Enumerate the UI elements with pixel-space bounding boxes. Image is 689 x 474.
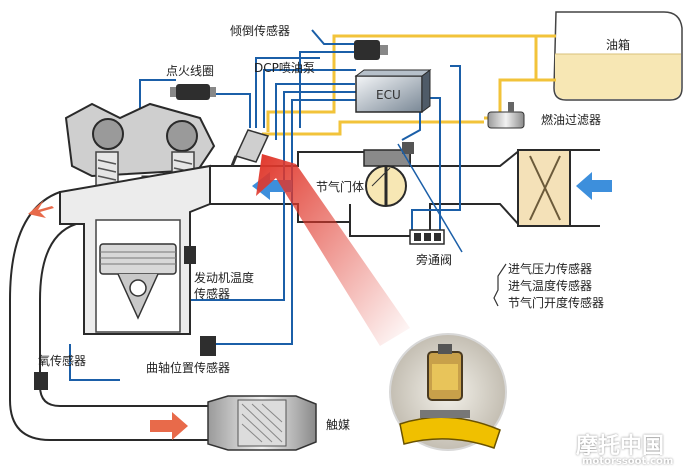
exhaust-arrow-cat <box>150 412 188 440</box>
watermark-url: motorssoot.com <box>582 456 674 467</box>
dcp-injector <box>230 129 270 167</box>
engine-temp-sensor-body <box>184 246 196 264</box>
tilt-sensor-body <box>354 40 380 60</box>
label-dcp-pump: DCP喷油泵 <box>254 61 315 75</box>
catalytic-converter <box>207 395 317 451</box>
leader-lines <box>371 143 463 253</box>
label-fuel-filter: 燃油过滤器 <box>541 113 602 127</box>
label-engine-temp-sensor-1: 发动机温度 <box>194 271 255 285</box>
crank-sensor-body <box>200 336 216 356</box>
label-bypass-valve: 旁通阀 <box>416 253 453 267</box>
exhaust-arrow-out <box>28 200 54 218</box>
cylinder-block <box>59 164 211 335</box>
label-throttle-body: 节气门体 <box>316 180 365 194</box>
label-throttle-position-sensor: 节气门开度传感器 <box>508 296 605 310</box>
label-ecu: ECU <box>376 88 401 102</box>
ignition-coil <box>170 84 216 100</box>
watermark-name: 摩托中国 <box>576 434 665 459</box>
label-ignition-coil: 点火线圈 <box>166 64 215 78</box>
label-fuel-tank: 油箱 <box>606 38 631 52</box>
sensor-group-brace <box>493 263 507 307</box>
label-engine-temp-sensor-2: 传感器 <box>194 287 231 301</box>
throttle-body <box>363 142 414 207</box>
ecu-box <box>354 69 432 113</box>
label-crank-sensor: 曲轴位置传感器 <box>146 361 231 375</box>
fuel-filter <box>487 102 525 129</box>
label-tilt-sensor: 倾倒传感器 <box>230 24 291 38</box>
highlight-arrow <box>256 154 410 346</box>
label-catalyst: 触媒 <box>326 418 351 432</box>
label-intake-pressure-sensor: 进气压力传感器 <box>508 262 593 276</box>
air-filter-element <box>529 155 561 221</box>
label-intake-temp-sensor: 进气温度传感器 <box>508 279 593 293</box>
bypass-valve <box>409 229 445 245</box>
oxygen-sensor-body <box>34 372 48 390</box>
fuel-tank <box>553 11 683 101</box>
tilt-sensor-connector <box>380 45 388 55</box>
inset-photo <box>389 333 507 451</box>
label-oxygen-sensor: 氧传感器 <box>38 354 87 368</box>
